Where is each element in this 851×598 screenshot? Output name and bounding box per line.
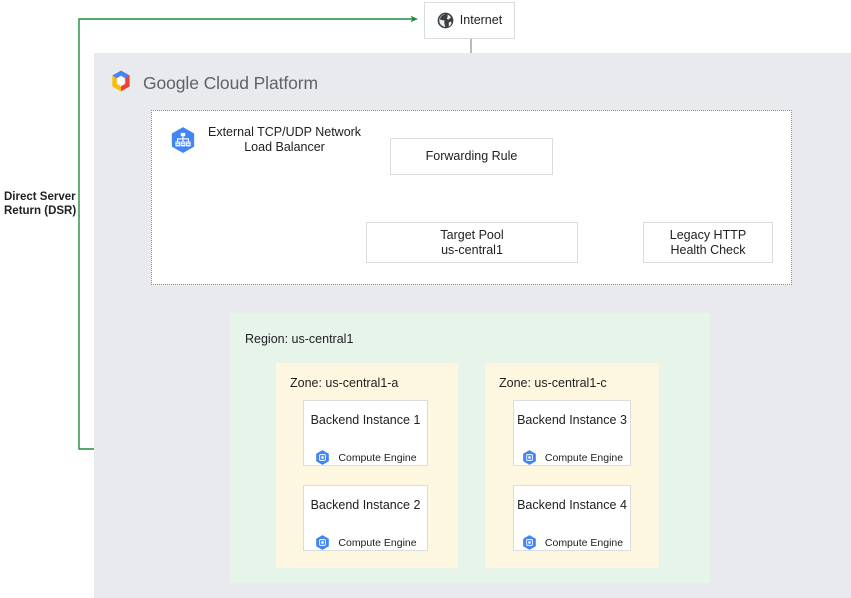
internet-node[interactable]: Internet — [424, 2, 515, 39]
instance-title: Backend Instance 1 — [310, 413, 421, 427]
forwarding-rule-label: Forwarding Rule — [425, 149, 518, 163]
compute-engine-icon — [521, 534, 538, 551]
gcp-brand-text: Google Cloud Platform — [143, 73, 318, 94]
instance-title: Backend Instance 2 — [310, 498, 421, 512]
instance-title: Backend Instance 4 — [517, 498, 627, 512]
instance-product-label: Compute Engine — [338, 451, 417, 464]
instance-product: Compute Engine — [521, 449, 623, 466]
compute-engine-icon — [314, 534, 331, 551]
zone-label: Zone: us-central1-c — [499, 376, 607, 390]
instance-product-label: Compute Engine — [544, 451, 624, 464]
backend-instance-card[interactable]: Backend Instance 1 Compute Engine — [303, 400, 428, 466]
load-balancer-title-group: External TCP/UDP Network Load Balancer — [168, 125, 361, 155]
globe-icon — [437, 12, 454, 29]
direct-server-return-label: Direct Server Return (DSR) — [4, 191, 77, 217]
zone-label: Zone: us-central1-a — [290, 376, 399, 390]
instance-product: Compute Engine — [521, 534, 623, 551]
health-check-box[interactable]: Legacy HTTP Health Check — [643, 222, 773, 263]
target-pool-box[interactable]: Target Pool us-central1 — [366, 222, 578, 263]
region-label: Region: us-central1 — [245, 332, 354, 346]
health-check-label: Legacy HTTP Health Check — [669, 227, 747, 257]
target-pool-label: Target Pool us-central1 — [440, 227, 504, 257]
internet-label: Internet — [459, 13, 503, 27]
gcp-brand-header: Google Cloud Platform — [108, 68, 318, 99]
instance-product: Compute Engine — [314, 449, 417, 466]
instance-title: Backend Instance 3 — [517, 413, 627, 427]
forwarding-rule-box[interactable]: Forwarding Rule — [390, 138, 553, 175]
network-load-balancer-icon — [168, 125, 198, 155]
backend-instance-card[interactable]: Backend Instance 3 Compute Engine — [513, 400, 631, 466]
gcp-brand-rest: Cloud Platform — [203, 73, 318, 93]
instance-product-label: Compute Engine — [338, 536, 417, 549]
gcp-brand-first: Google — [143, 73, 199, 93]
backend-instance-card[interactable]: Backend Instance 2 Compute Engine — [303, 485, 428, 551]
instance-product-label: Compute Engine — [544, 536, 624, 549]
load-balancer-label: External TCP/UDP Network Load Balancer — [208, 125, 362, 154]
google-cloud-logo-icon — [108, 68, 134, 99]
compute-engine-icon — [314, 449, 331, 466]
backend-instance-card[interactable]: Backend Instance 4 Compute Engine — [513, 485, 631, 551]
compute-engine-icon — [521, 449, 538, 466]
instance-product: Compute Engine — [314, 534, 417, 551]
